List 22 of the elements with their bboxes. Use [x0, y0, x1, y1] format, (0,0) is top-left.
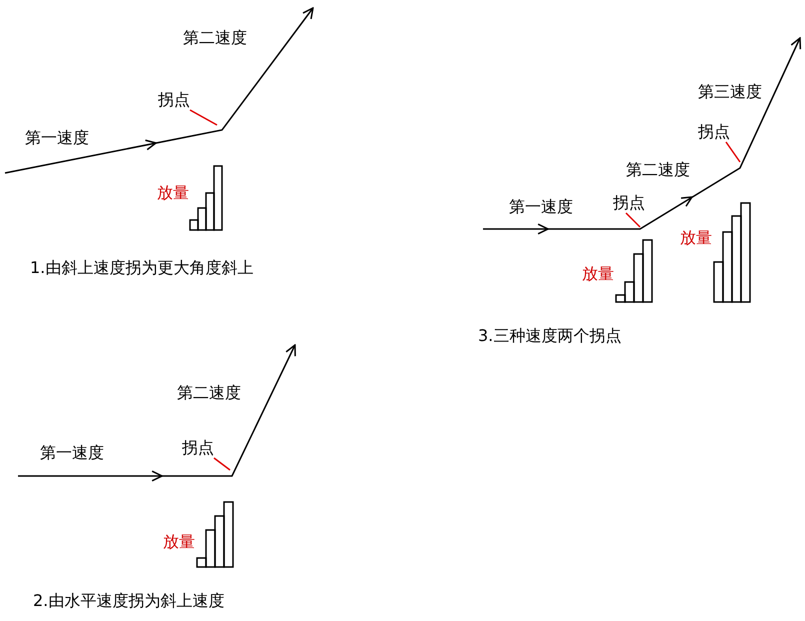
- leader-line: [625, 212, 641, 228]
- speed-label: 第二速度: [177, 384, 241, 402]
- caption: 1.由斜上速度拐为更大角度斜上: [30, 259, 254, 277]
- volume-label: 放量: [163, 533, 195, 551]
- leader-line: [190, 109, 218, 126]
- leader-line: [725, 142, 741, 162]
- caption: 3.三种速度两个拐点: [478, 327, 622, 345]
- inflection-point-label: 拐点: [613, 194, 645, 212]
- speed-label: 第二速度: [183, 29, 247, 47]
- volume-label: 放量: [157, 184, 189, 202]
- speed-label: 第三速度: [698, 83, 762, 101]
- inflection-point-label: 拐点: [158, 91, 190, 109]
- inflection-point-label: 拐点: [182, 439, 214, 457]
- speed-label: 第二速度: [626, 161, 690, 179]
- speed-label: 第一速度: [40, 444, 104, 462]
- volume-label: 放量: [680, 229, 712, 247]
- volume-label: 放量: [582, 265, 614, 283]
- caption: 2.由水平速度拐为斜上速度: [33, 592, 224, 610]
- inflection-point-label: 拐点: [698, 123, 730, 141]
- speed-label: 第一速度: [25, 129, 89, 147]
- leader-line: [214, 457, 230, 471]
- speed-label: 第一速度: [509, 198, 573, 216]
